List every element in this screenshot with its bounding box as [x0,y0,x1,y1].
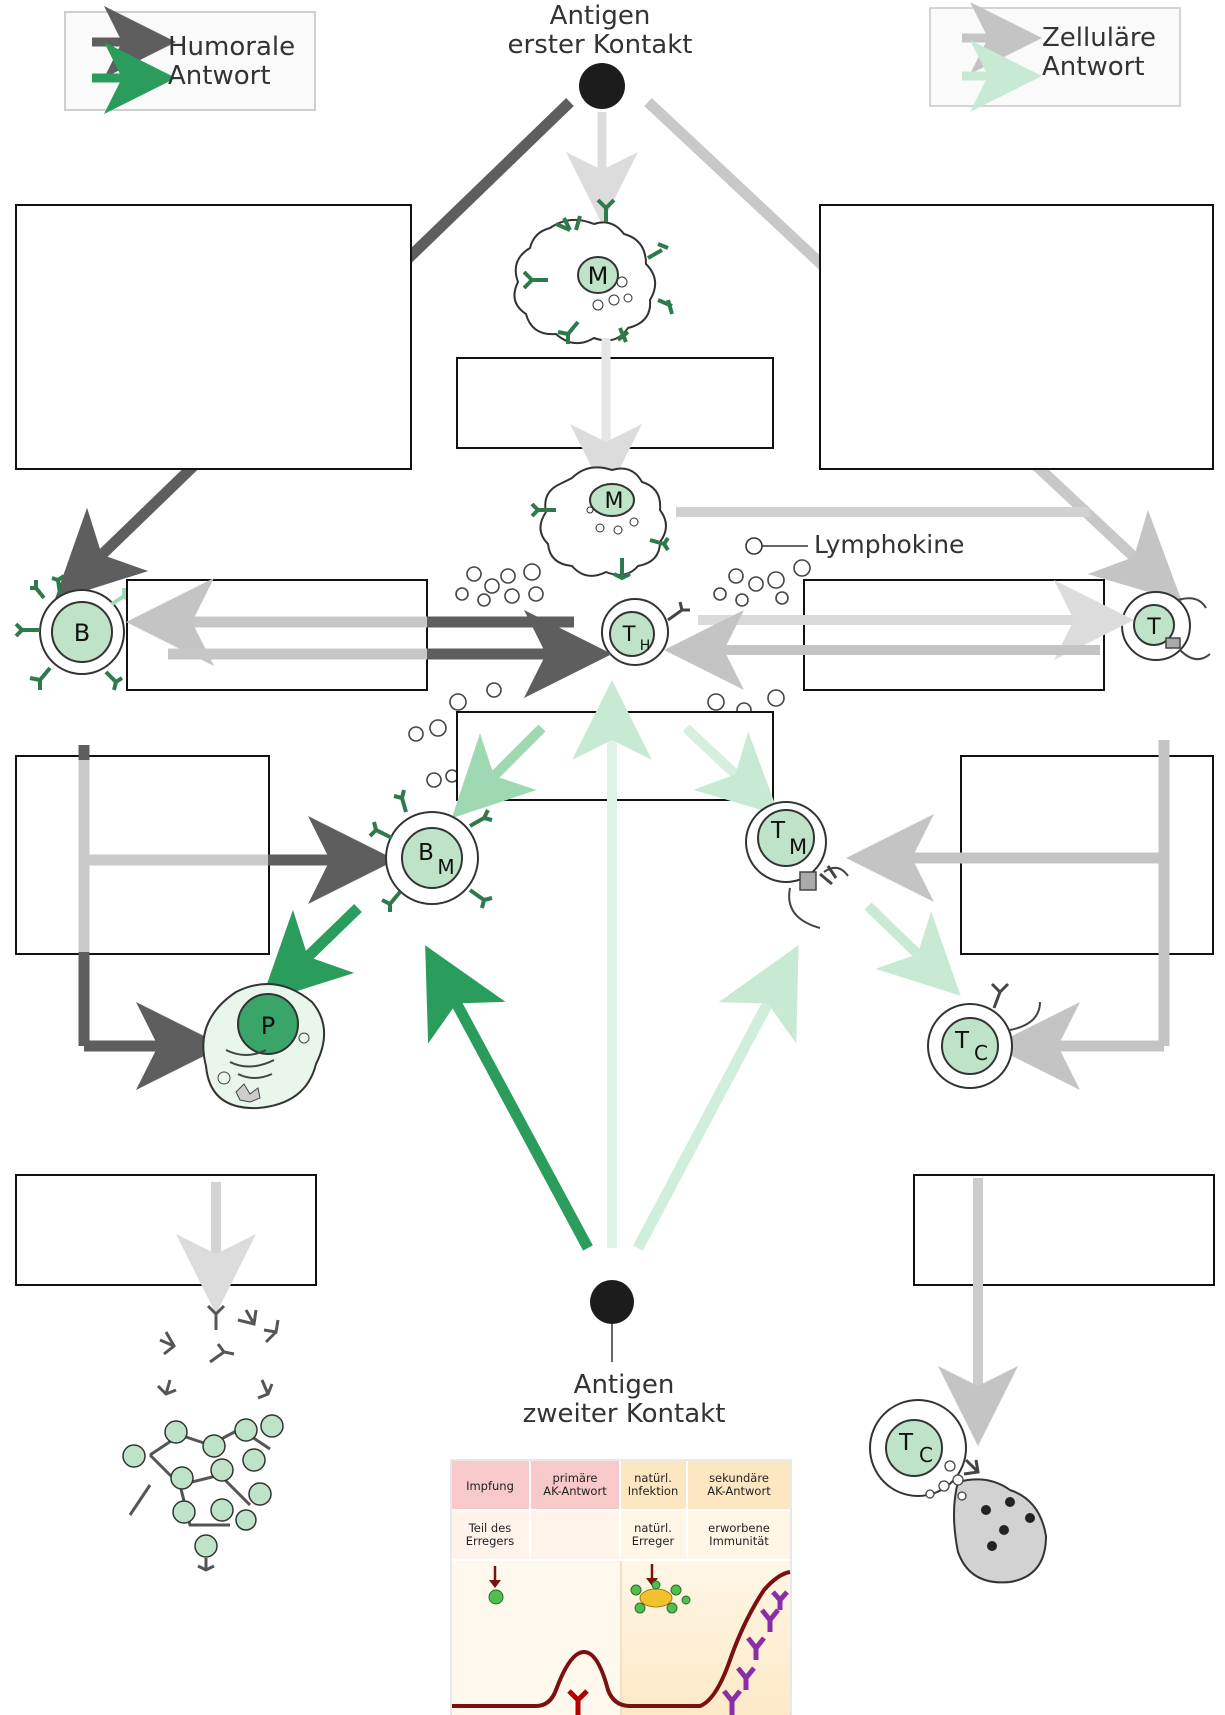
legend-cellular-line1: Zelluläre [1042,23,1156,53]
antigen-first-line1: Antigen [550,1,651,31]
t-cell: T [1121,591,1211,661]
antigen-second-line2: zweiter Kontakt [523,1399,726,1429]
t-helper-label: T [622,622,636,646]
b-memory-cell: B M [368,789,493,912]
antigen-second-dot [590,1280,634,1324]
arrow-th-to-tm [682,724,780,816]
b-memory-label: B [418,840,434,866]
b-memory-sub: M [437,855,454,879]
t-memory-sub: M [789,835,807,859]
t-cytotoxic-sub: C [974,1041,988,1065]
inset-cell-natuerl-erreger: natürl.Erreger [632,1521,675,1548]
arrow-tm-to-tc [864,902,961,996]
plasma-cell: P [202,983,326,1110]
macrophage-activated-label: M [605,489,624,514]
answer-box-th-t[interactable] [803,579,1105,691]
legend-humoral-line2: Antwort [168,61,271,91]
arrow-antigen2-to-bm [425,945,593,1251]
t-helper-sub: H [640,638,651,654]
t-cytotoxic-attack: T C [869,1399,1048,1584]
answer-box-top-left[interactable] [15,204,412,470]
lymphokine-icon [745,537,763,555]
legend-cellular: Zelluläre Antwort [929,2,1181,112]
t-cytotoxic-label: T [954,1028,970,1054]
t-cytotoxic-2-sub: C [919,1443,933,1467]
t-memory-cell: T M [745,801,849,929]
antigen-second-line1: Antigen [574,1370,675,1400]
inset-primaere-l2: AK-Antwort [543,1484,607,1498]
b-cell-label: B [74,619,90,647]
answer-box-macrophage[interactable] [456,357,774,449]
answer-box-bottom-right[interactable] [913,1174,1215,1286]
b-cell: B [14,574,132,691]
inset-cell-impfung: Impfung [466,1479,514,1493]
answer-box-top-right[interactable] [819,204,1214,470]
macrophage-cell: M [513,198,674,345]
t-cell-label: T [1146,615,1161,640]
arrow-th-to-bm [451,724,546,819]
t-helper-cell: T H [601,598,690,666]
inset-cell-natuerl-infektion: natürl.Infektion [628,1471,679,1498]
plasma-cell-label: P [261,1012,275,1040]
antibodies [156,1304,280,1400]
answer-box-b-th[interactable] [126,579,428,691]
t-cytotoxic-cell: T C [927,982,1041,1089]
legend-humoral-line1: Humorale [168,32,295,62]
legend-humoral: Humorale Antwort [64,6,316,114]
arrow-antigen2-to-tm [633,945,799,1251]
t-cytotoxic-2-label: T [898,1430,914,1456]
antigen-first-line2: erster Kontakt [508,30,693,60]
antigen-antibody-complex [122,1414,284,1572]
answer-box-bottom-left[interactable] [15,1174,317,1286]
t-memory-label: T [770,818,786,844]
inset-primaere-l1: primäre [552,1471,597,1485]
macrophage-activated-cell: M [530,466,670,581]
antigen-first-dot [579,63,625,109]
lymphokine-label: Lymphokine [814,530,964,559]
arrow-bm-to-p [260,904,362,1003]
macrophage-label: M [588,262,609,290]
legend-cellular-line2: Antwort [1042,52,1145,82]
